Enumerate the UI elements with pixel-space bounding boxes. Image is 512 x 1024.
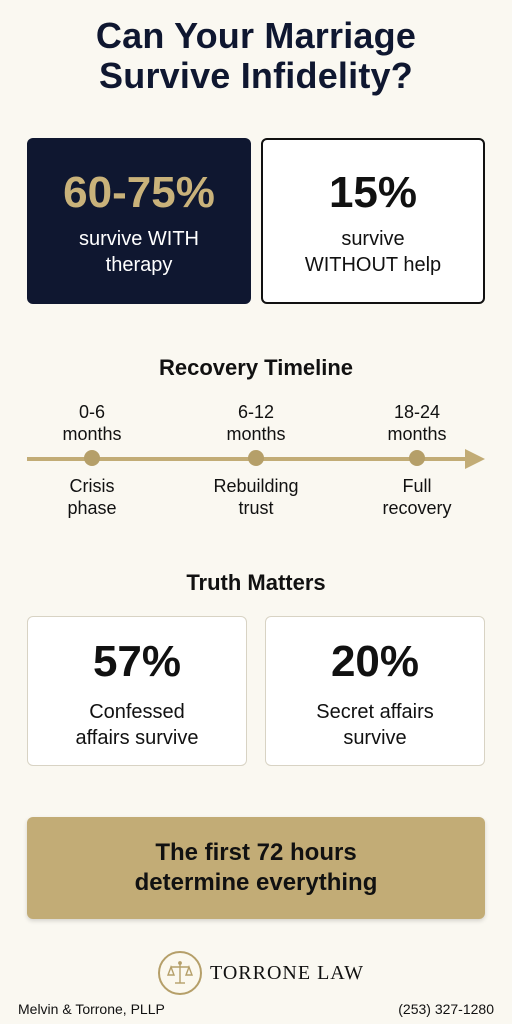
timeline-line <box>27 457 467 461</box>
stat-card-without-help: 15% survive WITHOUT help <box>261 138 485 304</box>
timeline-period-1: 0-6 months <box>27 401 157 445</box>
timeline-phase-2: Rebuilding trust <box>191 475 321 519</box>
truth-value: 20% <box>330 637 420 686</box>
stat-value: 60-75% <box>63 168 215 217</box>
brand-logo: TORRONE LAW <box>158 950 364 996</box>
timeline-period-2: 6-12 months <box>191 401 321 445</box>
stat-desc-line-1: survive <box>341 228 405 250</box>
period-line-2: months <box>387 424 447 444</box>
phase-line-1: Full <box>402 476 432 496</box>
period-line-1: 6-12 <box>237 402 275 422</box>
callout-line-2: determine everything <box>134 869 378 896</box>
phase-line-2: recovery <box>382 498 452 518</box>
page-title: Can Your Marriage Survive Infidelity? <box>0 16 512 96</box>
title-line-1: Can Your Marriage <box>95 15 417 56</box>
timeline-phase-1: Crisis phase <box>27 475 157 519</box>
phase-line-2: phase <box>67 498 117 518</box>
title-line-2: Survive Infidelity? <box>99 55 413 96</box>
truth-desc-line-2: survive <box>343 727 407 749</box>
brand-name: TORRONE LAW <box>210 961 365 984</box>
stat-value: 15% <box>328 168 418 217</box>
truth-card-confessed: 57% Confessed affairs survive <box>27 616 247 766</box>
truth-description: Secret affairs survive <box>266 699 484 751</box>
timeline-dot-2 <box>248 450 264 466</box>
footer-firm-name: Melvin & Torrone, PLLP <box>18 1001 165 1017</box>
truth-desc-line-1: Confessed <box>89 701 185 723</box>
timeline-dot-1 <box>84 450 100 466</box>
truth-description: Confessed affairs survive <box>28 699 246 751</box>
period-line-1: 0-6 <box>78 402 105 422</box>
truth-heading: Truth Matters <box>186 570 326 595</box>
stat-desc-line-2: WITHOUT help <box>304 254 442 276</box>
stat-description: survive WITHOUT help <box>263 226 483 278</box>
stat-card-with-therapy: 60-75% survive WITH therapy <box>27 138 251 304</box>
stat-desc-line-2: therapy <box>105 254 173 276</box>
timeline-dot-3 <box>409 450 425 466</box>
truth-card-secret: 20% Secret affairs survive <box>265 616 485 766</box>
scales-of-justice-icon <box>158 951 202 995</box>
callout-banner: The first 72 hours determine everything <box>27 817 485 919</box>
timeline-phase-3: Full recovery <box>352 475 482 519</box>
truth-desc-line-2: affairs survive <box>75 727 199 749</box>
callout-line-1: The first 72 hours <box>155 839 357 866</box>
truth-desc-line-1: Secret affairs <box>316 701 434 723</box>
stat-desc-line-1: survive WITH <box>79 228 199 250</box>
stat-description: survive WITH therapy <box>27 226 251 278</box>
phase-line-1: Crisis <box>69 476 115 496</box>
period-line-2: months <box>226 424 286 444</box>
period-line-2: months <box>62 424 122 444</box>
truth-value: 57% <box>92 637 182 686</box>
timeline-period-3: 18-24 months <box>352 401 482 445</box>
timeline-heading: Recovery Timeline <box>158 355 354 380</box>
timeline-arrow-icon <box>465 449 485 469</box>
footer-phone: (253) 327-1280 <box>398 1001 494 1017</box>
period-line-1: 18-24 <box>393 402 441 422</box>
phase-line-2: trust <box>238 498 274 518</box>
phase-line-1: Rebuilding <box>213 476 299 496</box>
